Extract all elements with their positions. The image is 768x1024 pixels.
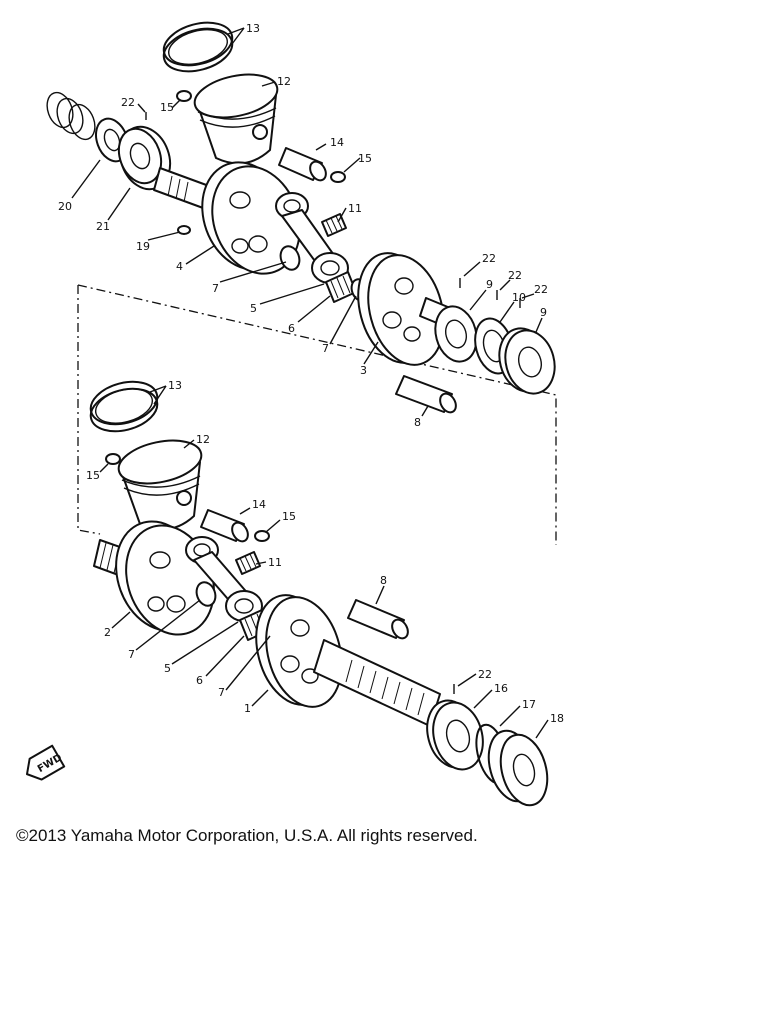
callout-22-upper-c: 22	[508, 269, 522, 282]
callout-8-upper: 8	[414, 416, 421, 429]
callout-9-upper-a: 9	[486, 278, 493, 291]
callout-12-upper: 12	[277, 75, 291, 88]
upper-bearing-left	[117, 125, 172, 191]
callout-9-upper-b: 9	[540, 306, 547, 319]
callout-7-lower-b: 7	[218, 686, 225, 699]
upper-dowel-pins	[145, 112, 521, 308]
upper-assembly: 13 12 22 15 14 15 20 21 19 11 4 7 5 6 7 …	[46, 21, 556, 429]
callout-7-upper-b: 7	[322, 342, 329, 355]
callout-12-lower: 12	[196, 433, 210, 446]
upper-bearing-9a	[434, 305, 478, 363]
callout-13-lower: 13	[168, 379, 182, 392]
callout-4-upper: 4	[176, 260, 183, 273]
assembly-boundary	[77, 284, 557, 545]
upper-needle-bearing-small	[321, 213, 347, 237]
lower-piston	[117, 439, 203, 531]
callout-21-upper: 21	[96, 220, 110, 233]
callout-5-lower: 5	[164, 662, 171, 675]
callout-11-lower: 11	[268, 556, 282, 569]
callout-15-lower-b: 15	[282, 510, 296, 523]
lower-washer-rear	[195, 581, 217, 607]
callout-22-upper-d: 22	[534, 283, 548, 296]
callout-14-lower: 14	[252, 498, 266, 511]
lower-crank-wheel-right	[255, 594, 441, 727]
callout-15-upper-b: 15	[358, 152, 372, 165]
callout-16-lower: 16	[494, 682, 508, 695]
callout-15-lower-a: 15	[86, 469, 100, 482]
callout-10-upper: 10	[512, 291, 526, 304]
callout-8-lower: 8	[380, 574, 387, 587]
upper-connecting-rod	[275, 192, 349, 284]
upper-washer-rear	[279, 245, 301, 271]
upper-spacer-tube	[395, 375, 457, 414]
callout-22-lower: 22	[478, 668, 492, 681]
callout-22-upper-b: 22	[482, 252, 496, 265]
callout-18-lower: 18	[550, 712, 564, 725]
upper-crank-wheel-right	[357, 252, 461, 366]
callout-14-upper: 14	[330, 136, 344, 149]
lower-assembly: 13 12 15 14 15 11 8 2 7 5 6 7 1 22 16 17…	[86, 379, 564, 807]
lower-circlip-right	[254, 530, 270, 542]
callout-6-lower: 6	[196, 674, 203, 687]
upper-piston-pin	[278, 147, 327, 182]
upper-piston	[193, 73, 279, 165]
callout-6-upper: 6	[288, 322, 295, 335]
callout-3-upper: 3	[360, 364, 367, 377]
callout-19-upper: 19	[136, 240, 150, 253]
front-direction-marker: FWD	[26, 744, 66, 781]
lower-needle-bearing-small	[235, 551, 261, 575]
upper-crank-wheel-left	[201, 161, 301, 275]
callout-7-upper-a: 7	[212, 282, 219, 295]
callout-1-lower: 1	[244, 702, 251, 715]
lower-connecting-rod	[185, 536, 263, 622]
lower-circlip-left	[105, 453, 121, 465]
lower-piston-pin	[200, 509, 249, 543]
callout-5-upper: 5	[250, 302, 257, 315]
lower-leader-lines	[99, 385, 549, 739]
callout-2-lower: 2	[104, 626, 111, 639]
callout-20-upper: 20	[58, 200, 72, 213]
callout-7-lower-a: 7	[128, 648, 135, 661]
exploded-parts-diagram: 13 12 22 15 14 15 20 21 19 11 4 7 5 6 7 …	[26, 21, 564, 807]
upper-circlip-left	[176, 90, 192, 102]
upper-leader-lines	[71, 27, 543, 417]
callout-11-upper: 11	[348, 202, 362, 215]
upper-piston-rings	[162, 21, 234, 73]
lower-callouts: 13 12 15 14 15 11 8 2 7 5 6 7 1 22 16 17…	[86, 379, 564, 725]
lower-spacer-tube	[347, 599, 409, 640]
callout-15-upper-a: 15	[160, 101, 174, 114]
copyright-notice: ©2013 Yamaha Motor Corporation, U.S.A. A…	[16, 826, 478, 845]
lower-piston-rings	[89, 380, 159, 433]
callout-22-upper-a: 22	[121, 96, 135, 109]
upper-callouts: 13 12 22 15 14 15 20 21 19 11 4 7 5 6 7 …	[58, 22, 548, 429]
upper-circlip-right	[330, 171, 346, 183]
upper-bearing-9b	[498, 327, 556, 395]
upper-key	[177, 225, 191, 235]
callout-13-upper: 13	[246, 22, 260, 35]
lower-oil-seal	[487, 729, 549, 807]
callout-17-lower: 17	[522, 698, 536, 711]
lower-bearing	[426, 699, 484, 771]
